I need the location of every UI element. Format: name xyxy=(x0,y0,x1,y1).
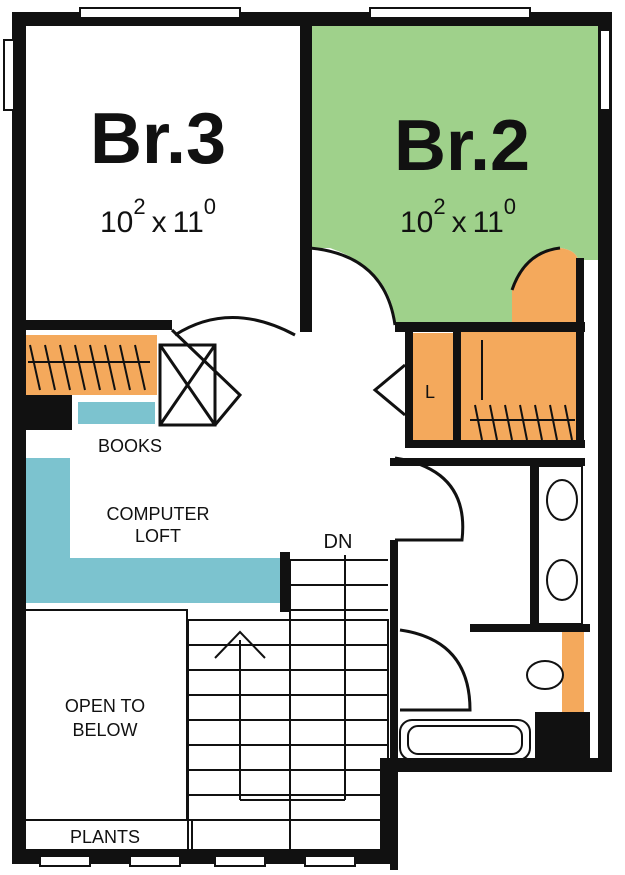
computer-loft-label-line1: COMPUTER xyxy=(107,504,210,524)
open-to-below-label-line2: BELOW xyxy=(72,720,137,740)
bath-cabinet xyxy=(562,632,584,712)
open-to-below-area xyxy=(21,609,193,851)
open-to-below-label-line1: OPEN TO xyxy=(65,696,145,716)
linen-door xyxy=(372,363,406,417)
closet-hangers xyxy=(28,340,575,441)
linen-label: L xyxy=(425,382,435,402)
bedroom-3-closet xyxy=(22,335,157,395)
doors xyxy=(174,246,561,712)
windows xyxy=(3,7,611,867)
down-stairs-label: DN xyxy=(324,531,353,553)
interior-walls xyxy=(22,22,590,870)
linen-closet xyxy=(410,333,456,445)
bath-fixtures xyxy=(399,465,583,761)
desk-bottom xyxy=(22,558,280,603)
bedroom-2-floor xyxy=(310,22,600,325)
books-label: BOOKS xyxy=(98,436,162,456)
bedroom-2-closet xyxy=(460,248,580,445)
bedroom-2-name: Br.2 xyxy=(394,106,530,186)
plants-label: PLANTS xyxy=(70,827,140,847)
chute-box xyxy=(158,328,243,427)
books-shelf xyxy=(78,402,155,424)
bedroom-3-name: Br.3 xyxy=(90,99,226,179)
computer-loft-label-line2: LOFT xyxy=(135,526,181,546)
